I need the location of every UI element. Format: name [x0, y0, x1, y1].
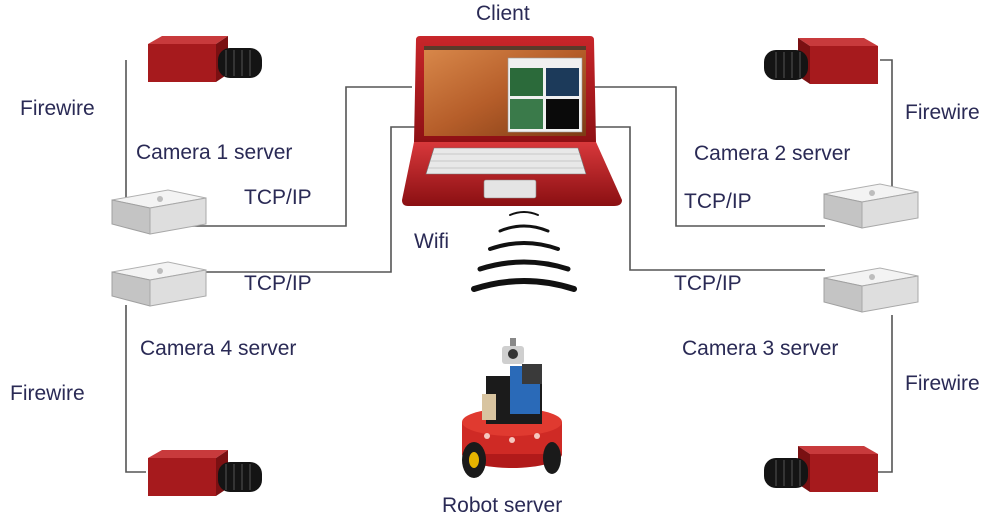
link-camera3-server: [876, 315, 893, 473]
link-server3-client: [586, 126, 825, 271]
link-server2-client: [592, 86, 825, 227]
link-server4-client: [185, 126, 420, 273]
tcpip-label-3: TCP/IP: [674, 272, 742, 295]
camera-4: [146, 448, 266, 513]
link-camera4-server: [125, 305, 146, 473]
wifi-waves-icon: [471, 211, 577, 292]
server-3: [820, 264, 920, 321]
robot: [452, 336, 572, 489]
firewire-label-4: Firewire: [10, 382, 85, 405]
tcpip-label-2: TCP/IP: [684, 190, 752, 213]
firewire-label-2: Firewire: [905, 101, 980, 124]
camera-2-server-label: Camera 2 server: [694, 142, 851, 165]
tcpip-label-1: TCP/IP: [244, 186, 312, 209]
server-4: [108, 258, 208, 315]
tcpip-label-4: TCP/IP: [244, 272, 312, 295]
camera-3-server-label: Camera 3 server: [682, 337, 839, 360]
firewire-label-1: Firewire: [20, 97, 95, 120]
camera-3: [760, 444, 880, 509]
server-2: [820, 180, 920, 237]
link-server1-client: [185, 86, 412, 227]
camera-1-server-label: Camera 1 server: [136, 141, 293, 164]
camera-2: [760, 36, 880, 101]
robot-server-label: Robot server: [442, 494, 563, 517]
client-laptop: [400, 34, 625, 214]
server-1: [108, 186, 208, 243]
camera-1: [146, 34, 266, 99]
client-label: Client: [476, 2, 530, 25]
wifi-label: Wifi: [414, 230, 449, 253]
link-camera2-server: [880, 59, 893, 192]
firewire-label-3: Firewire: [905, 372, 980, 395]
camera-4-server-label: Camera 4 server: [140, 337, 297, 360]
